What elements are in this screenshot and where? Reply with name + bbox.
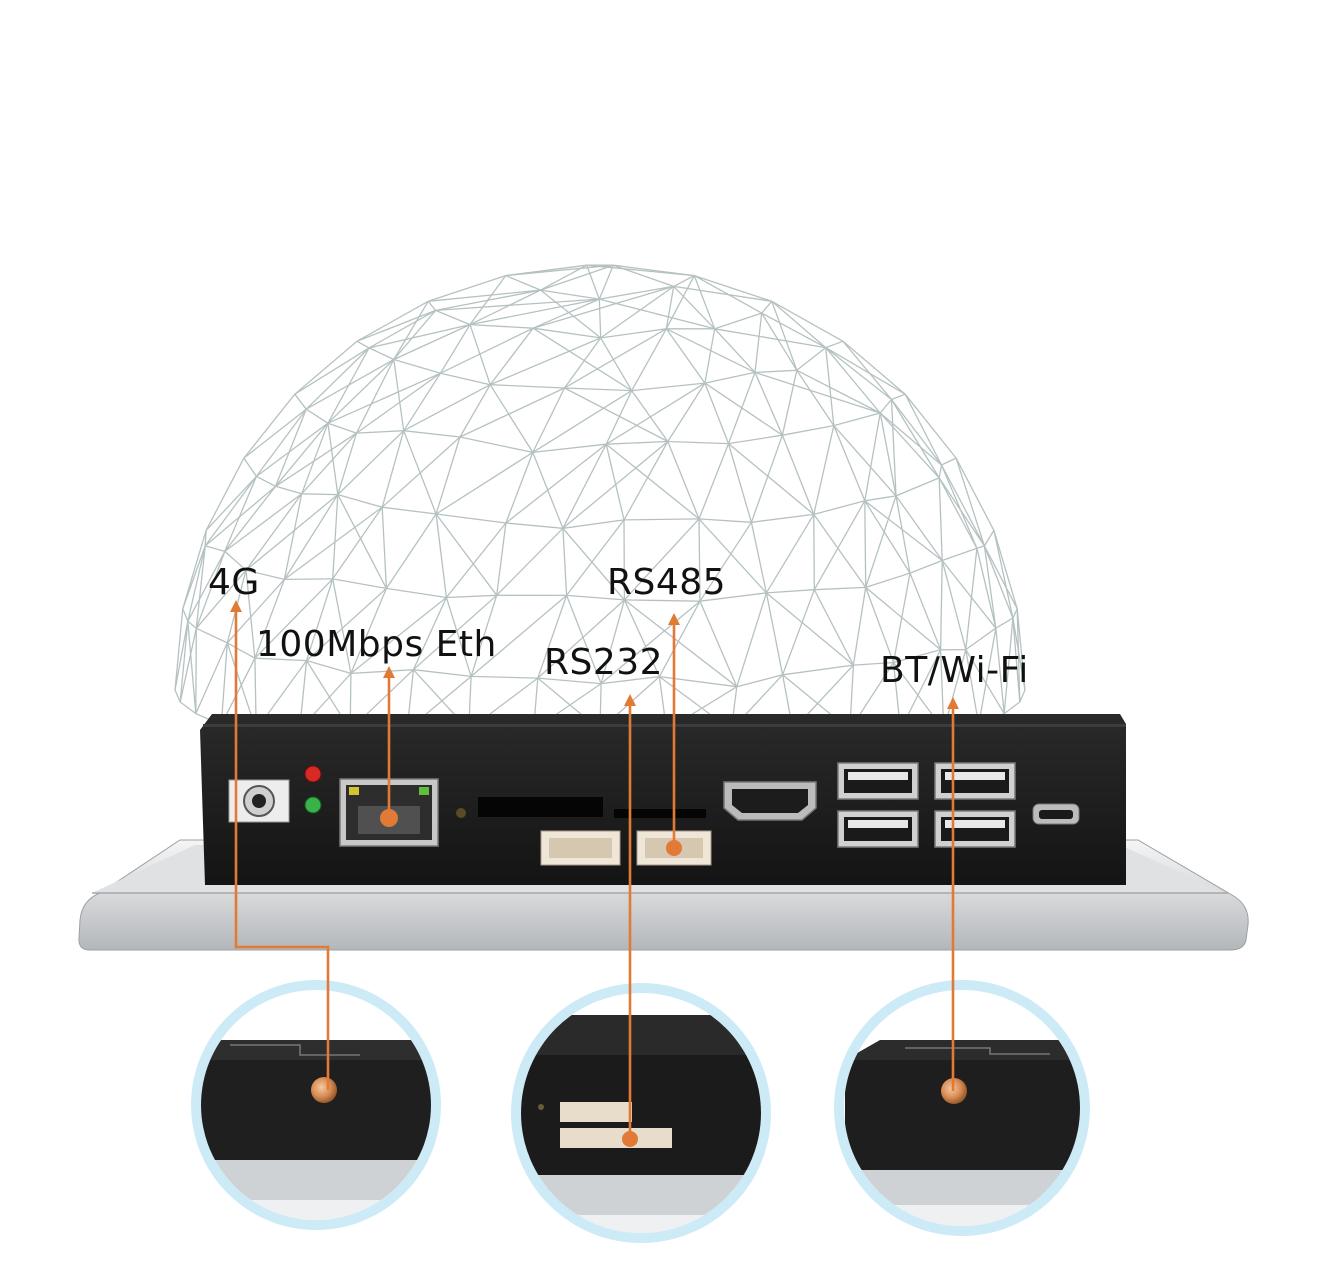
callout-lines bbox=[230, 600, 959, 1147]
detail-circle-btwifi bbox=[834, 980, 1090, 1236]
label-ethernet: 100Mbps Eth bbox=[256, 624, 497, 665]
label-bt-wifi: BT/Wi-Fi bbox=[880, 650, 1029, 691]
geodesic-globe-graphic bbox=[174, 264, 1026, 731]
reset-hole-icon bbox=[456, 808, 466, 818]
rj45-port-icon bbox=[339, 778, 439, 847]
led-green-icon bbox=[304, 796, 322, 814]
detail-circle-serial bbox=[511, 983, 771, 1243]
micro-usb-port-icon bbox=[1032, 803, 1080, 825]
led-red-icon bbox=[304, 765, 322, 783]
dc-power-jack-icon bbox=[228, 779, 290, 823]
hdmi-port-icon bbox=[723, 781, 817, 821]
label-rs232: RS232 bbox=[544, 642, 664, 683]
label-4g: 4G bbox=[208, 562, 260, 603]
detail-circle-4g bbox=[191, 980, 441, 1230]
label-rs485: RS485 bbox=[607, 562, 727, 603]
sd-slot-icon bbox=[478, 797, 706, 818]
antenna-connector-icon bbox=[311, 1077, 337, 1103]
